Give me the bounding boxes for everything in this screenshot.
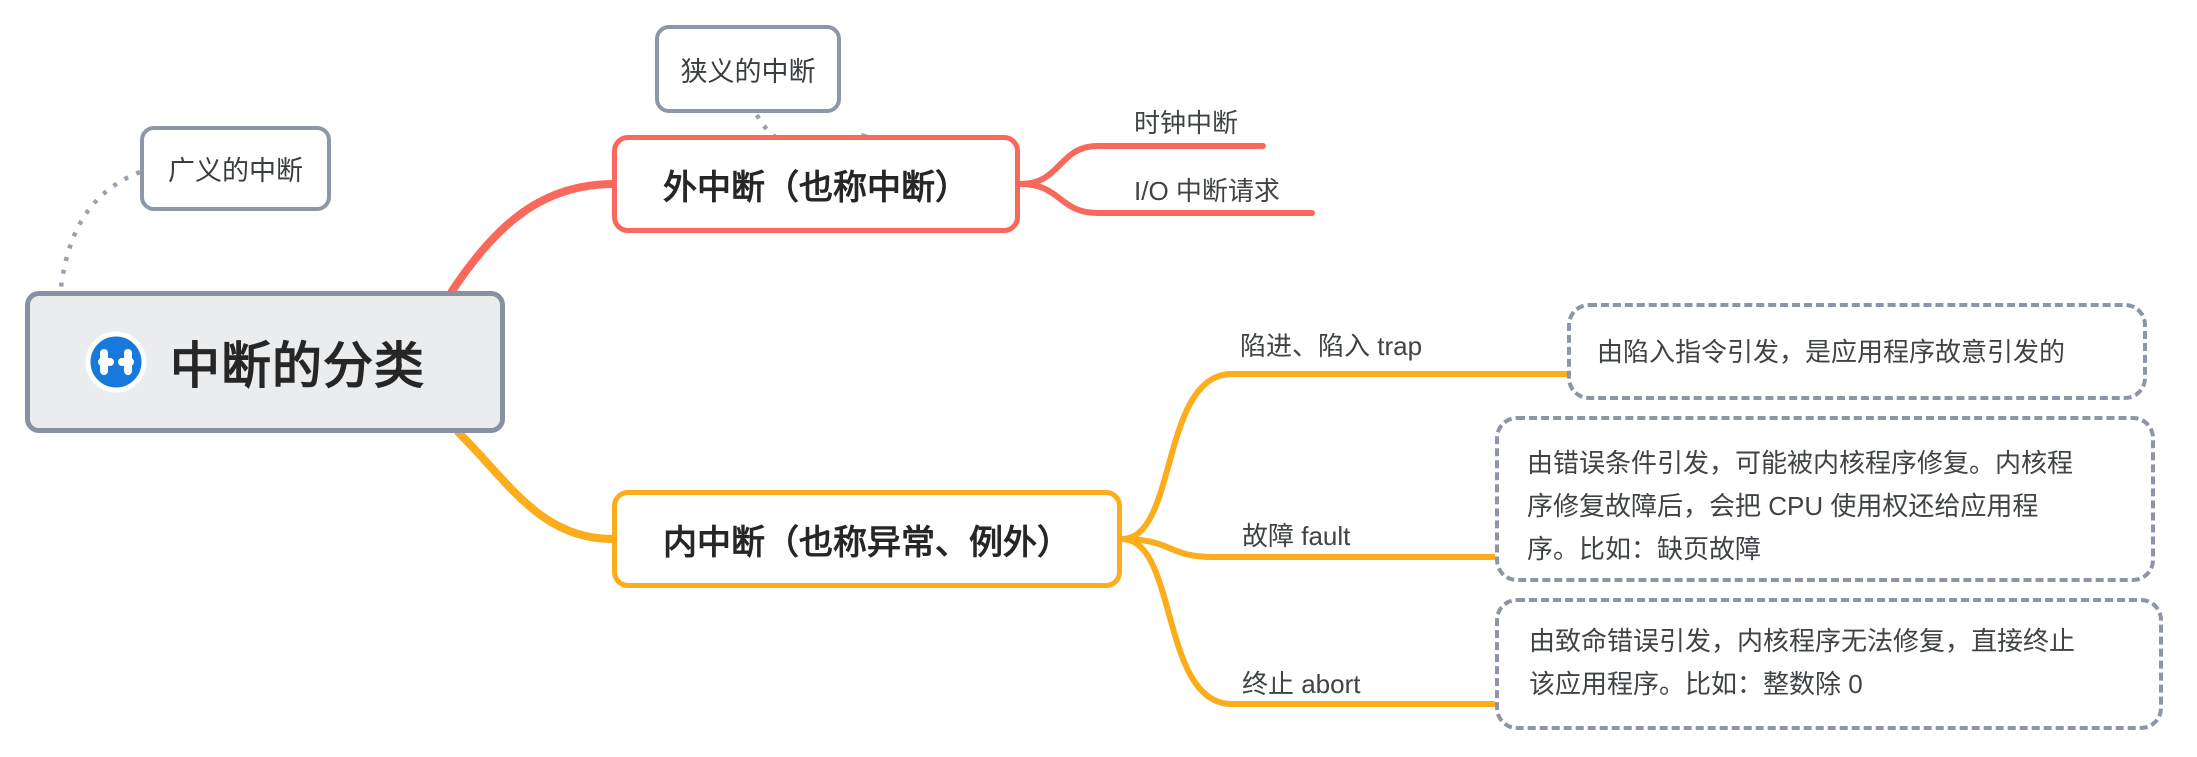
floating-topic-broad[interactable]: 广义的中断	[140, 126, 331, 211]
note-abort-line-1: 由致命错误引发，内核程序无法修复，直接终止	[1529, 626, 2076, 656]
note-abort[interactable]: 由致命错误引发，内核程序无法修复，直接终止 该应用程序。比如：整数除 0	[1495, 598, 2163, 730]
floating-topic-narrow[interactable]: 狭义的中断	[655, 25, 841, 113]
branch-line-internal	[454, 428, 616, 543]
note-fault-line-2: 序修复故障后，会把 CPU 使用权还给应用程	[1527, 491, 2039, 521]
note-fault-line-3: 序。比如：缺页故障	[1527, 534, 1762, 564]
floating-topic-narrow-label: 狭义的中断	[680, 56, 816, 87]
topic-fault[interactable]: 故障 fault	[1242, 521, 1351, 551]
branch-line-trap	[1119, 371, 2130, 542]
note-fault[interactable]: 由错误条件引发，可能被内核程序修复。内核程 序修复故障后，会把 CPU 使用权还…	[1495, 416, 2155, 582]
topic-external-interrupt[interactable]: 外中断（也称中断）	[612, 135, 1020, 233]
topic-internal-label: 内中断（也称异常、例外）	[663, 523, 1071, 562]
floating-topic-broad-label: 广义的中断	[168, 156, 303, 186]
dumbbell-icon	[85, 331, 147, 393]
topic-clock-interrupt[interactable]: 时钟中断	[1134, 108, 1239, 138]
note-trap[interactable]: 由陷入指令引发，是应用程序故意引发的	[1567, 303, 2147, 400]
topic-external-label: 外中断（也称中断）	[663, 168, 969, 207]
topic-io-interrupt[interactable]: I/O 中断请求	[1134, 176, 1280, 206]
topic-trap[interactable]: 陷进、陷入 trap	[1240, 331, 1423, 361]
note-fault-line-1: 由错误条件引发，可能被内核程序修复。内核程	[1527, 448, 2074, 478]
root-topic[interactable]: 中断的分类	[25, 291, 505, 433]
branch-line-fault	[1119, 536, 2135, 560]
note-abort-line-2: 该应用程序。比如：整数除 0	[1529, 669, 1863, 699]
note-trap-line-1: 由陷入指令引发，是应用程序故意引发的	[1597, 337, 2066, 367]
branch-line-external	[448, 180, 618, 295]
branch-line-abort	[1119, 536, 2146, 707]
topic-abort[interactable]: 终止 abort	[1242, 669, 1361, 699]
branch-line-io	[1017, 181, 1315, 216]
topic-internal-interrupt[interactable]: 内中断（也称异常、例外）	[612, 490, 1122, 588]
root-topic-label: 中断的分类	[170, 338, 425, 394]
